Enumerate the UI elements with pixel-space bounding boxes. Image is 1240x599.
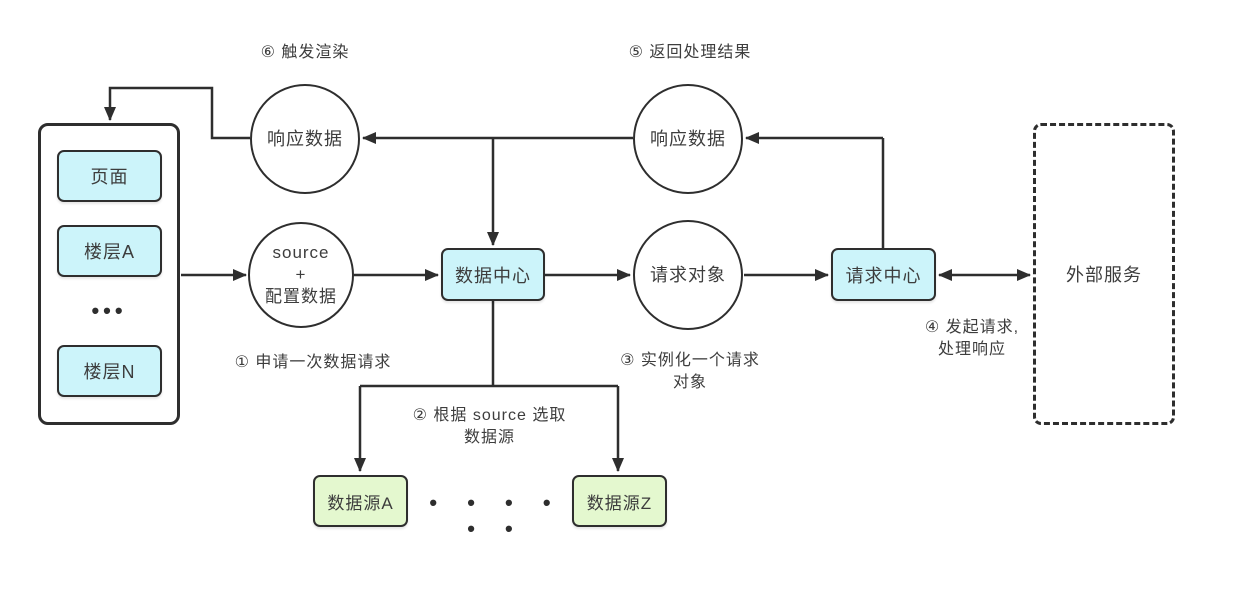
step3-line1: ③ 实例化一个请求 <box>620 352 760 369</box>
step5-label: ⑤ 返回处理结果 <box>628 44 752 61</box>
external-service-label: 外部服务 <box>1066 265 1142 285</box>
response-data-left-circle: 响应数据 <box>250 84 360 194</box>
floors-ellipsis: ••• <box>91 298 127 323</box>
step6-label: ⑥ 触发渲染 <box>260 44 350 61</box>
page-box-label: 页面 <box>90 167 129 187</box>
plus-line: + <box>295 265 307 284</box>
config-data-line: 配置数据 <box>265 287 337 306</box>
source-config-lines: source + 配置数据 <box>265 242 337 308</box>
datasource-z-box: 数据源Z <box>572 475 667 527</box>
request-center-box: 请求中心 <box>831 248 936 301</box>
step2-label: ② 根据 source 选取 数据源 <box>387 405 592 449</box>
data-center-box: 数据中心 <box>441 248 545 301</box>
external-service-box: 外部服务 <box>1033 123 1175 425</box>
step3-label: ③ 实例化一个请求 对象 <box>590 350 790 394</box>
response-data-right-circle: 响应数据 <box>633 84 743 194</box>
datasource-a-label: 数据源A <box>327 493 394 513</box>
step4-label: ④ 发起请求, 处理响应 <box>882 317 1062 361</box>
floor-n-label: 楼层N <box>83 362 136 382</box>
source-line: source <box>272 243 330 262</box>
step4-line2: 处理响应 <box>937 341 1006 358</box>
request-center-label: 请求中心 <box>845 265 922 286</box>
datasource-ellipsis: • • • • • • <box>429 490 563 541</box>
page-box: 页面 <box>57 150 162 202</box>
page-frame: 页面 楼层A ••• 楼层N <box>38 123 180 425</box>
datasource-a-box: 数据源A <box>313 475 408 527</box>
step2-line1: ② 根据 source 选取 <box>412 407 567 424</box>
response-data-right-label: 响应数据 <box>650 129 726 149</box>
step2-line2: 数据源 <box>463 429 515 446</box>
request-object-circle: 请求对象 <box>633 220 743 330</box>
source-config-circle: source + 配置数据 <box>248 222 354 328</box>
step4-line1: ④ 发起请求, <box>924 319 1020 336</box>
step3-line2: 对象 <box>672 374 707 391</box>
request-object-label: 请求对象 <box>650 265 726 285</box>
floor-a-label: 楼层A <box>83 242 135 262</box>
floor-n-box: 楼层N <box>57 345 162 397</box>
floor-a-box: 楼层A <box>57 225 162 277</box>
datasource-z-label: 数据源Z <box>586 493 653 513</box>
data-center-label: 数据中心 <box>455 265 531 286</box>
step1-label: ① 申请一次数据请求 <box>234 354 392 371</box>
arrow-response-to-frame <box>104 86 250 140</box>
response-data-left-label: 响应数据 <box>267 129 343 149</box>
